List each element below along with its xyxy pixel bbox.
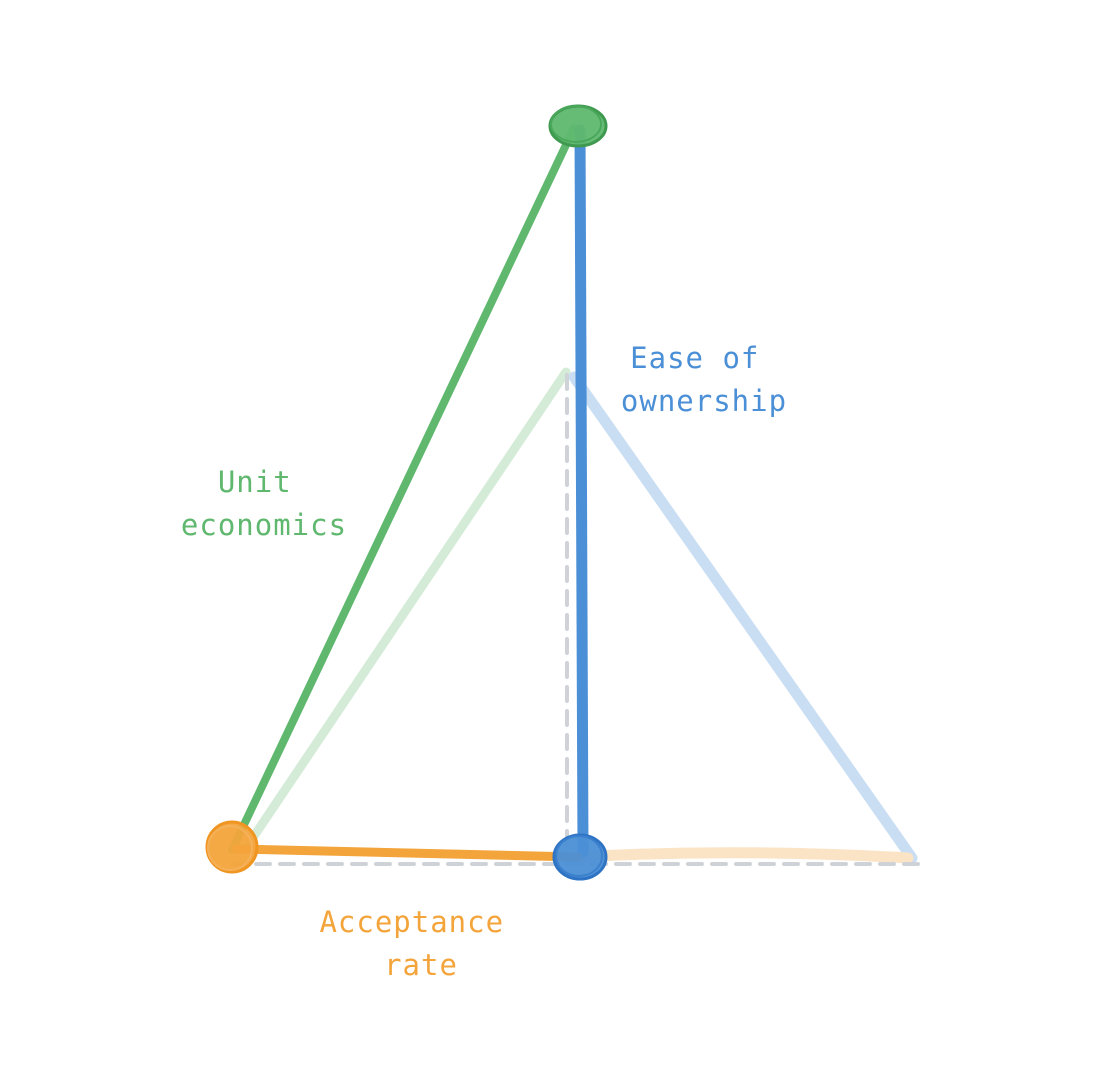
labels: Unit economics Ease of ownership Accepta… [181,341,787,982]
ease-of-ownership-label: Ease of ownership [621,341,787,418]
unit-economics-edge [228,124,578,854]
reference-blue-edge [568,371,918,864]
ease-of-ownership-label-line1: Ease of [630,341,759,375]
reference-triangle [243,367,918,864]
unit-economics-label-line2: economics [181,508,347,542]
ease-of-ownership-edge [574,124,589,858]
acceptance-rate-label-line2: rate [384,948,458,982]
ease-of-ownership-node [552,833,608,881]
unit-economics-label-line1: Unit [218,465,292,499]
actual-triangle [228,124,589,862]
nodes [205,104,608,881]
reference-orange-edge [569,847,914,864]
guide-lines [230,373,920,866]
acceptance-rate-label-line1: Acceptance [319,905,504,939]
reference-green-edge [243,367,571,850]
acceptance-rate-node [205,820,259,874]
acceptance-rate-label: Acceptance rate [319,905,522,982]
unit-economics-node [548,104,608,148]
acceptance-rate-edge [231,844,583,862]
unit-economics-label: Unit economics [181,465,347,542]
ease-of-ownership-label-line2: ownership [621,384,787,418]
